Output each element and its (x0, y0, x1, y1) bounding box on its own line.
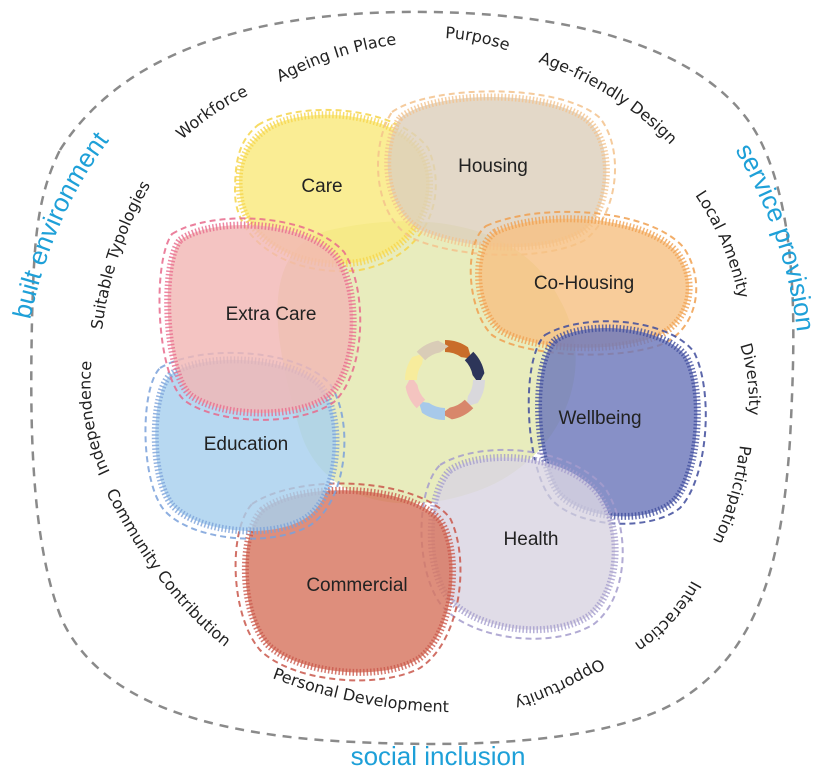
domain-label-health: Health (504, 529, 559, 550)
domain-label-commercial: Commercial (306, 575, 407, 596)
ring-word-interaction: Interaction (632, 578, 705, 656)
domain-label-extra-care: Extra Care (226, 304, 317, 325)
ring-word-participation: Participation (709, 445, 755, 548)
cycle-arrow-segment (445, 340, 472, 359)
domain-label-education: Education (204, 434, 289, 455)
ring-word-local-amenity: Local Amenity (692, 187, 754, 300)
domain-commercial: Commercial (234, 482, 462, 682)
cycle-arrow-segment (441, 399, 474, 420)
corner-label-social-inclusion: social inclusion (351, 741, 526, 771)
domain-label-housing: Housing (458, 156, 528, 177)
domain-extra-care: Extra Care (158, 217, 362, 421)
corner-label-service-provision: service provision (730, 138, 815, 333)
ring-word-diversity: Diversity (736, 341, 764, 416)
cycle-arrow-segment (418, 401, 445, 420)
domain-label-wellbeing: Wellbeing (558, 408, 641, 429)
ring-word-suitable-typologies: Suitable Typologies (87, 177, 154, 330)
cycle-arrow-segment (405, 353, 424, 380)
ring-word-ageing-in-place: Ageing In Place (273, 29, 397, 85)
domain-label-co-housing: Co-Housing (534, 273, 634, 294)
domain-label-care: Care (301, 176, 342, 197)
ring-word-workforce: Workforce (172, 81, 250, 143)
ring-word-independence: Independence (75, 360, 113, 478)
cycle-arrow-segment (466, 380, 485, 407)
domain-co-housing: Co-Housing (469, 210, 698, 356)
outer-boundary (30, 10, 795, 746)
cycle-arrow-segment (416, 340, 449, 361)
cycle-arrow-segment (405, 376, 426, 409)
cycle-arrows-icon (405, 340, 485, 420)
ring-word-opportunity: Opportunity (512, 655, 608, 714)
domain-wellbeing: Wellbeing (527, 320, 707, 525)
cycle-arrow-segment (464, 351, 485, 384)
domain-health: Health (420, 449, 624, 640)
ring-word-purpose: Purpose (445, 23, 513, 54)
